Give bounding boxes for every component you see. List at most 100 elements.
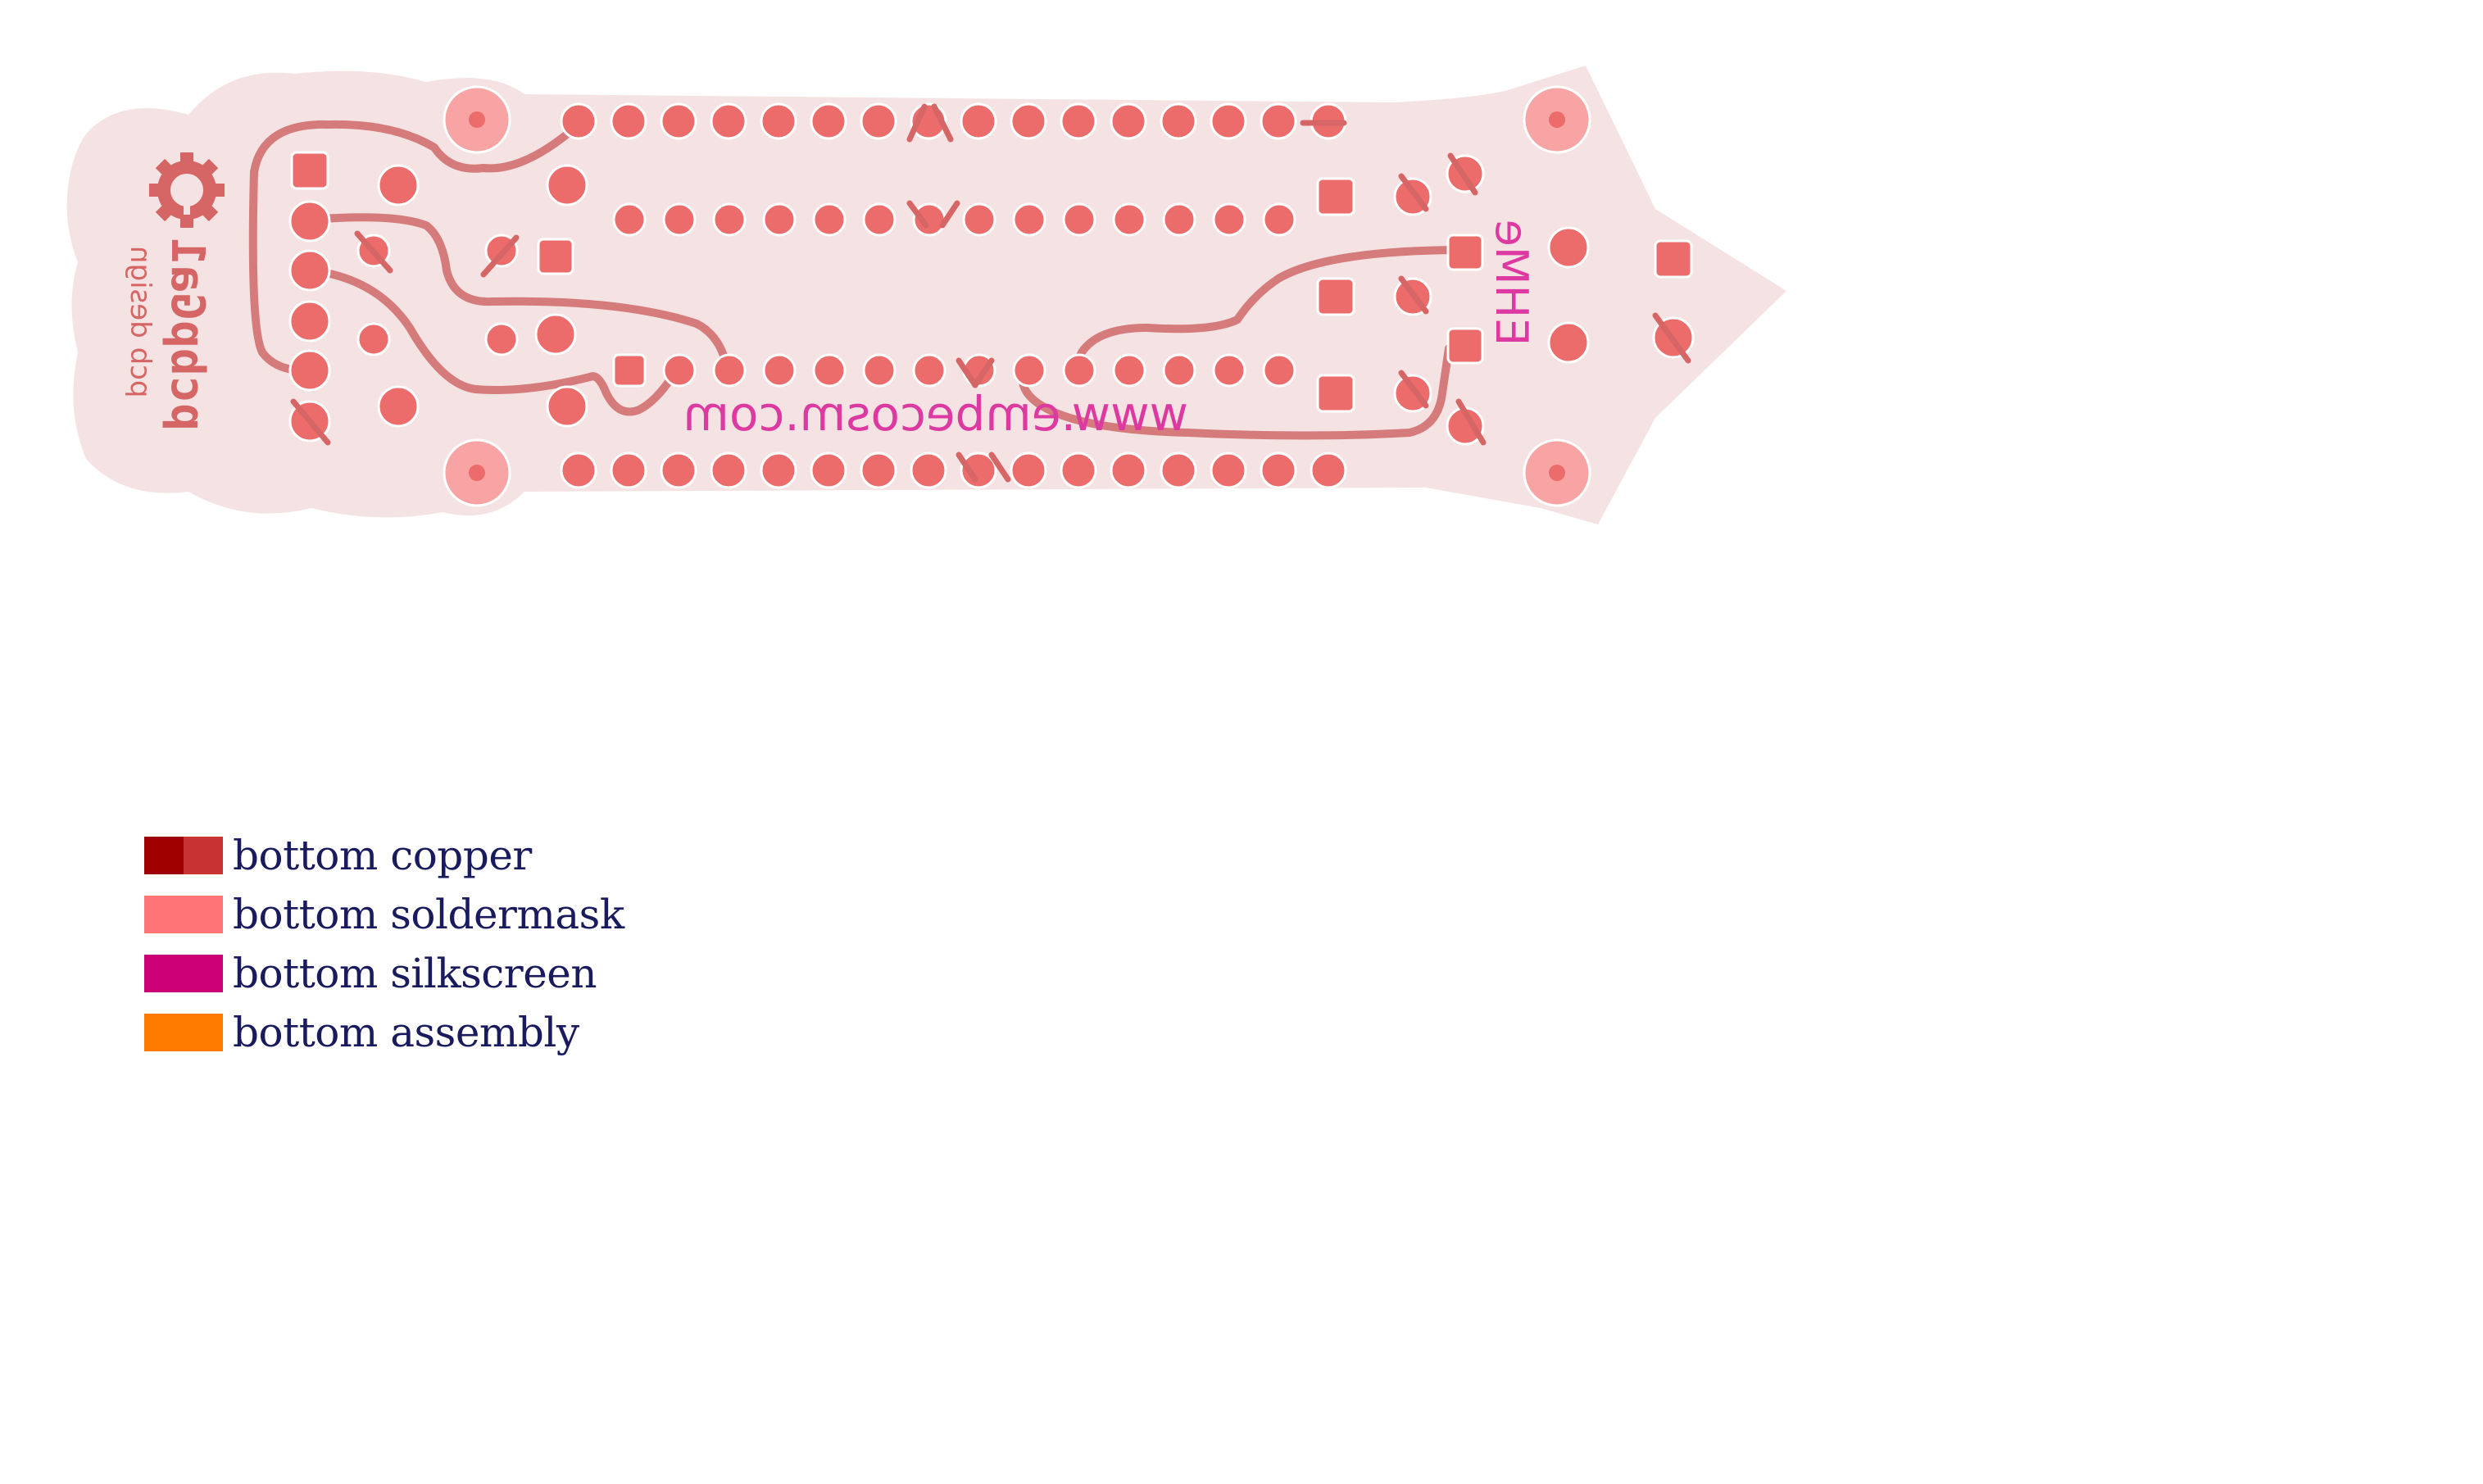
ic-pad: [1012, 202, 1046, 237]
pad-round: [534, 313, 577, 356]
header-pad: [1110, 102, 1147, 140]
pad-round: [546, 385, 588, 428]
lead-mark: [956, 452, 978, 483]
pad-round: [1547, 226, 1590, 269]
legend-item-copper: bottom copper: [144, 826, 624, 885]
header-pad: [560, 452, 597, 489]
pad-square: [1446, 234, 1484, 271]
mount-hole-tr-center: [1549, 111, 1565, 128]
lead-mark: [906, 200, 929, 229]
trace-1: [248, 120, 583, 374]
ic-pad: [712, 202, 747, 237]
lead-mark: [1398, 275, 1429, 315]
lead-mark: [956, 357, 978, 388]
legend-swatch-silkscreen: [144, 955, 223, 992]
ic-pad: [612, 202, 647, 237]
connector-pin1-pad: [290, 151, 329, 190]
ic-pad: [1212, 353, 1246, 388]
swatch-copper-dark: [144, 837, 184, 874]
connector-pad: [288, 200, 331, 243]
legend-label: bottom assembly: [233, 1009, 579, 1056]
header-pad: [1160, 452, 1197, 489]
pad-round: [1547, 321, 1590, 364]
silkscreen-tag: EHMe: [1486, 220, 1537, 347]
ic-pad: [1112, 202, 1146, 237]
lead-mark: [1398, 370, 1429, 409]
pad-square: [1446, 327, 1484, 365]
gear-icon: [149, 152, 225, 228]
legend-swatch-copper: [144, 837, 223, 874]
trace-2: [307, 213, 732, 374]
pad-round: [484, 322, 519, 356]
pad-round: [377, 385, 420, 428]
header-pad: [1210, 102, 1247, 140]
legend-item-assembly: bottom assembly: [144, 1003, 624, 1062]
pad-round: [377, 164, 420, 206]
trace-4: [1069, 246, 1471, 374]
ic-pad: [712, 353, 747, 388]
connector-pad: [288, 249, 331, 292]
lead-mark: [906, 103, 928, 143]
header-pad: [610, 452, 647, 489]
ic-pad: [812, 202, 847, 237]
legend-item-soldermask: bottom soldermask: [144, 885, 624, 944]
board-outline: [66, 66, 1786, 524]
ic-pad: [862, 202, 897, 237]
legend-label: bottom soldermask: [233, 891, 624, 938]
ic-pad: [762, 353, 797, 388]
header-pad: [1060, 452, 1097, 489]
lead-mark: [931, 103, 954, 143]
header-pad: [710, 102, 747, 140]
ic-pad: [762, 202, 797, 237]
pad-round: [356, 322, 391, 356]
ic-pad: [962, 202, 996, 237]
pad-square: [537, 238, 574, 275]
lead-mark: [972, 357, 995, 388]
ic-pad: [1062, 202, 1096, 237]
lead-marks: [290, 103, 1691, 483]
ic-pad: [812, 353, 847, 388]
pad-square: [1316, 374, 1355, 413]
header-pad: [910, 452, 947, 489]
pad-square: [1654, 239, 1693, 279]
ic-pad: [1012, 353, 1046, 388]
header-pad: [660, 102, 697, 140]
lead-mark: [988, 452, 1011, 483]
lead-mark: [1398, 173, 1429, 212]
legend: bottom copper bottom soldermask bottom s…: [144, 826, 624, 1062]
header-pad: [760, 102, 797, 140]
trace-3: [307, 266, 676, 416]
ic-pad: [862, 353, 897, 388]
lead-mark: [1447, 152, 1478, 196]
lead-mark: [354, 230, 393, 274]
ic-pad: [1062, 353, 1096, 388]
brand-logo-text: pcbpGa1: [161, 238, 214, 431]
mount-hole-bl-center: [469, 465, 485, 481]
header-pad: [710, 452, 747, 489]
header-pad: [1010, 452, 1047, 489]
legend-swatch-assembly: [144, 1014, 223, 1051]
silkscreen-url: www.embecosm.com: [683, 386, 1188, 442]
header-pad: [860, 452, 897, 489]
copper-traces: [248, 120, 1471, 440]
ic-pad: [912, 353, 946, 388]
legend-item-silkscreen: bottom silkscreen: [144, 944, 624, 1003]
ic-pad: [1112, 353, 1146, 388]
ic-pad: [662, 202, 697, 237]
connector-pad: [288, 300, 331, 343]
ic-pad: [1212, 202, 1246, 237]
lead-mark: [1652, 312, 1691, 364]
ic-pad: [1162, 353, 1196, 388]
mount-hole-tl-center: [469, 111, 485, 128]
lead-mark: [939, 200, 960, 229]
header-pad: [1310, 452, 1347, 489]
lead-mark: [1455, 398, 1487, 446]
lead-mark: [480, 234, 520, 278]
header-pad: [1060, 102, 1097, 140]
ic-pad: [1162, 202, 1196, 237]
header-pad: [810, 452, 847, 489]
header-pad: [560, 102, 597, 140]
header-pad: [1260, 102, 1297, 140]
header-pad: [1010, 102, 1047, 140]
